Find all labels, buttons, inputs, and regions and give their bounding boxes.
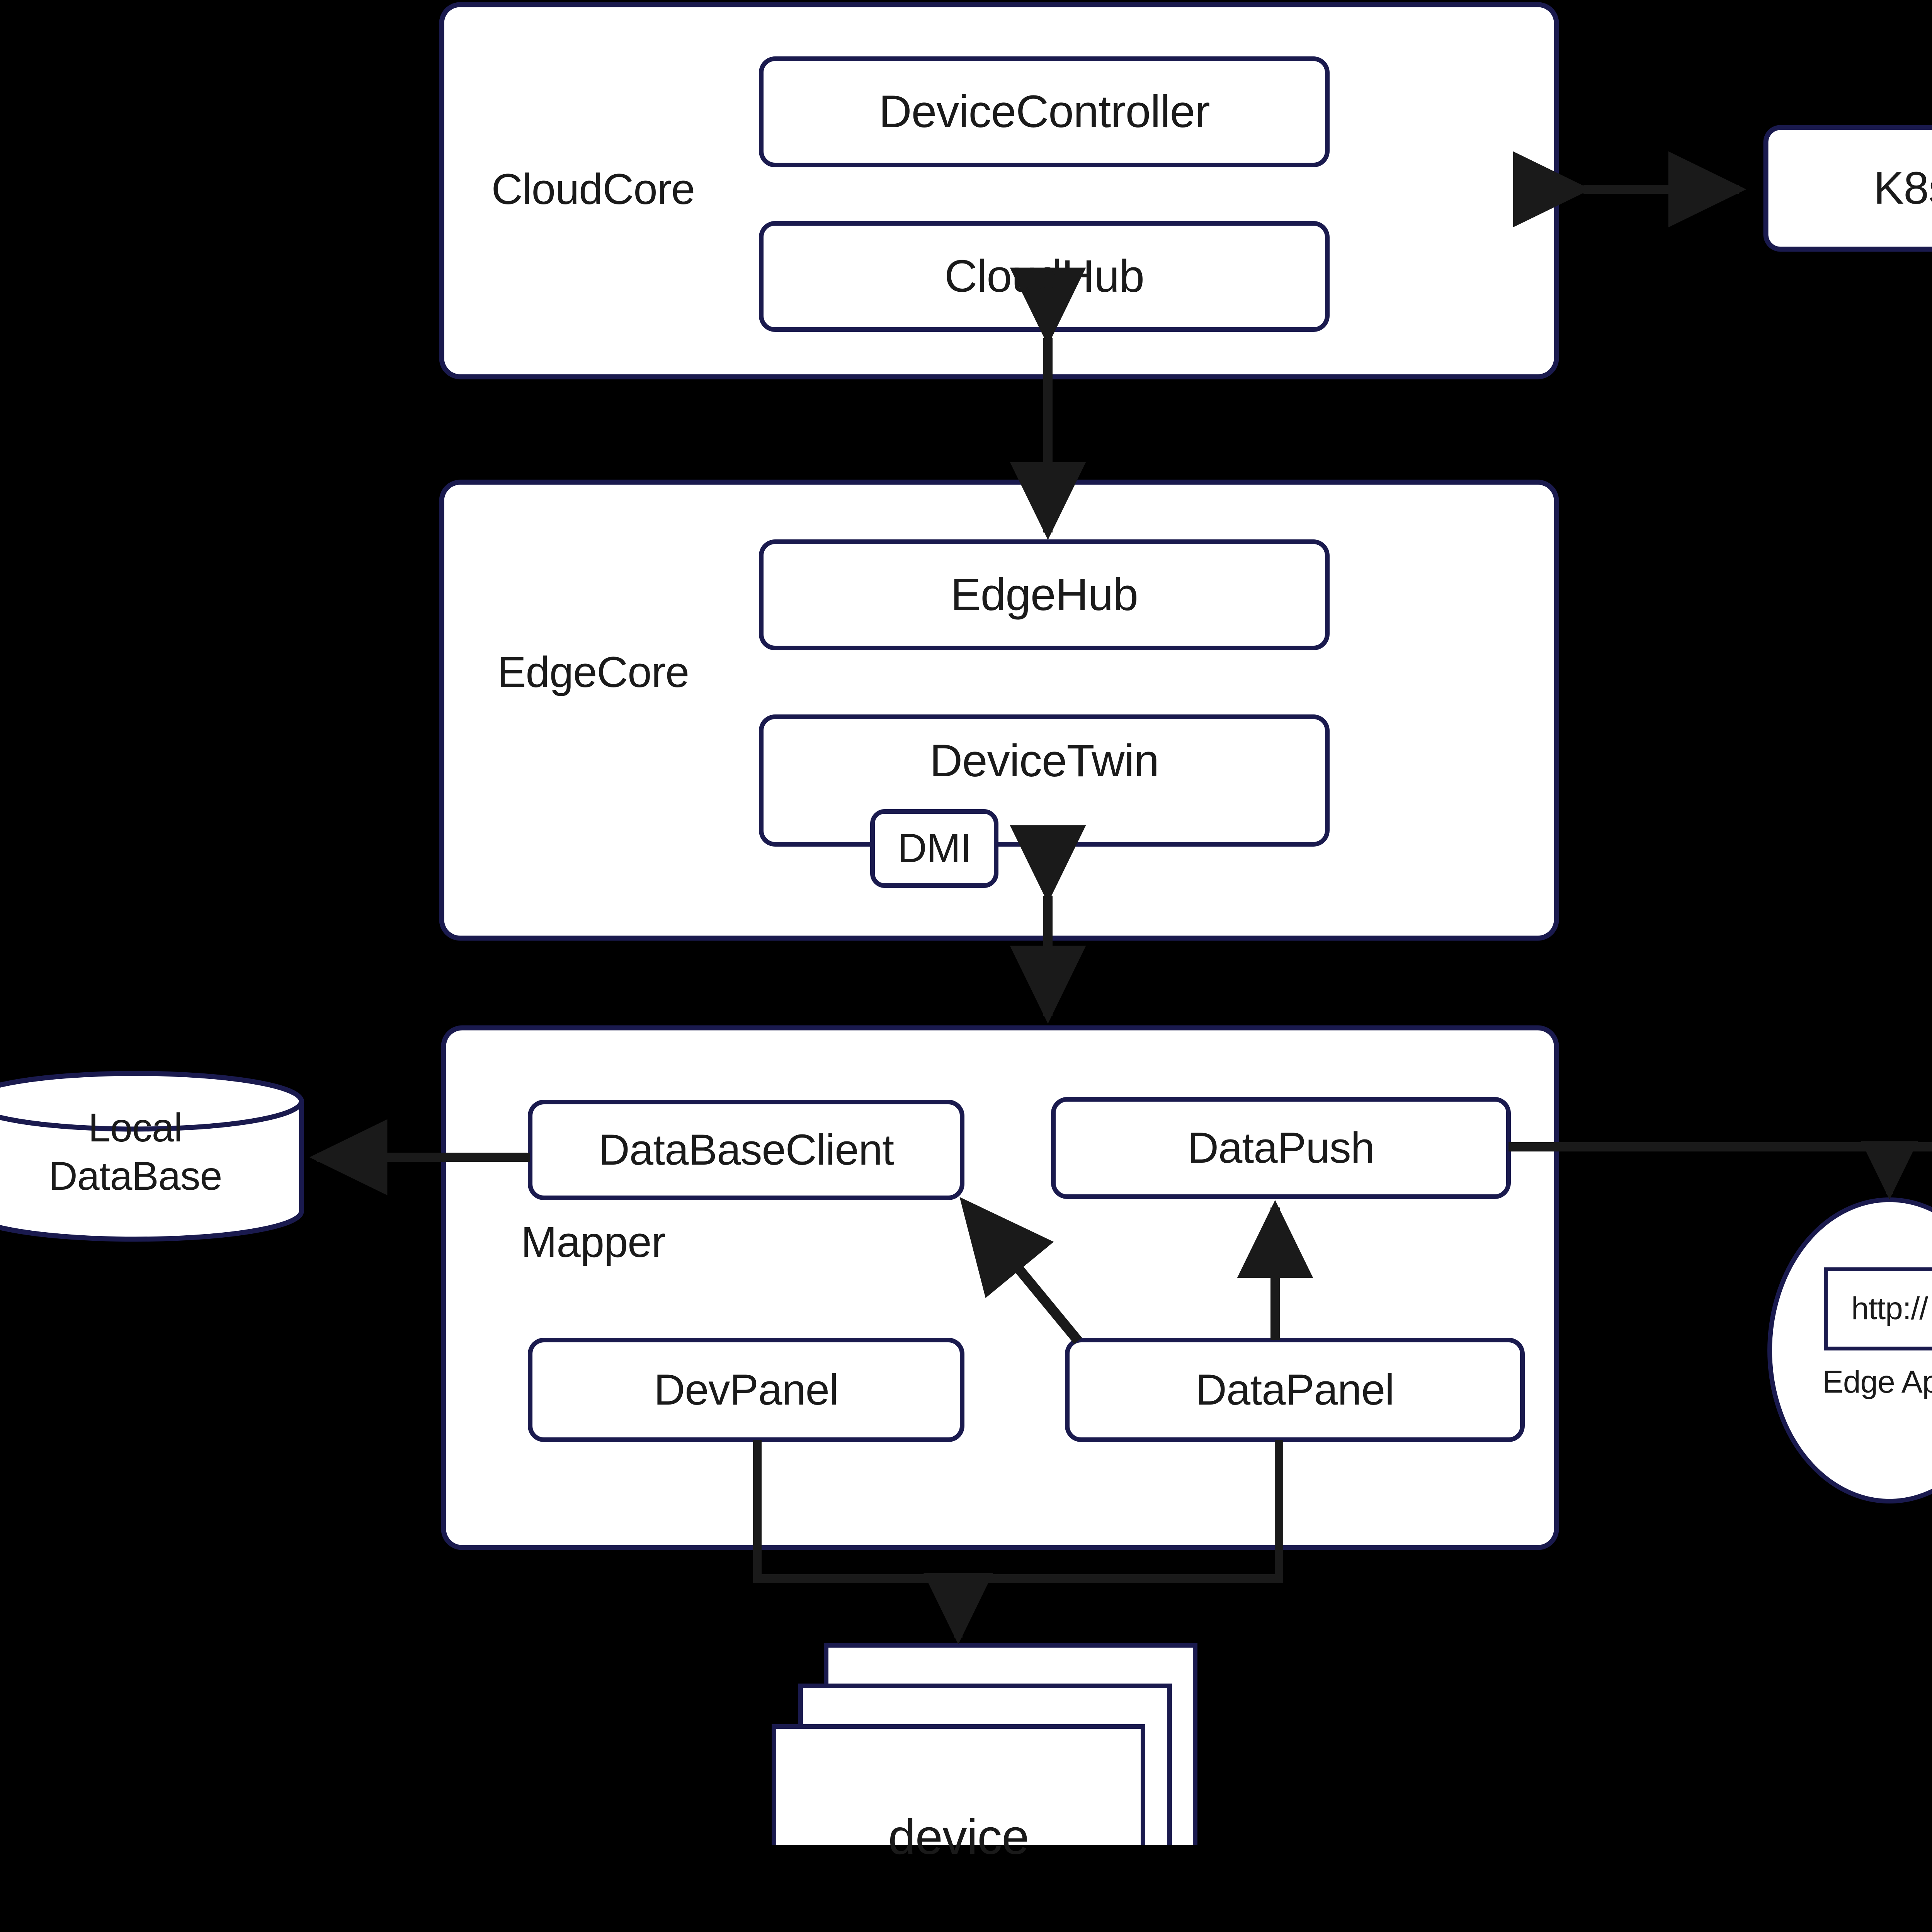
box-dev-panel xyxy=(528,1338,964,1442)
connector-datapanel-dbclient xyxy=(959,1197,1082,1344)
label-data-panel: DataPanel xyxy=(1195,1366,1395,1414)
label-k8s-api-server: K8s API-Server xyxy=(1873,162,1932,214)
connector-datapanel-device xyxy=(958,1440,1283,1583)
box-device-controller xyxy=(759,56,1330,167)
label-device-controller: DeviceController xyxy=(879,86,1210,137)
connector-devpanel-device xyxy=(753,1440,958,1583)
label-database-client: DataBaseClient xyxy=(598,1126,894,1174)
box-data-panel xyxy=(1065,1338,1525,1442)
diagram-vector-layer xyxy=(0,2,1932,1845)
panel-label-mapper: Mapper xyxy=(521,1218,666,1267)
label-devicetwin: DeviceTwin xyxy=(929,735,1159,787)
node-edge-app-http xyxy=(1767,1197,1932,1503)
panel-label-edgecore: EdgeCore xyxy=(497,648,689,697)
label-device: device xyxy=(888,1810,1029,1865)
node-local-database xyxy=(0,1071,304,1242)
box-database-client xyxy=(528,1100,964,1200)
label-cloudhub: CloudHub xyxy=(944,250,1145,302)
box-dmi xyxy=(870,809,998,888)
label-edgehub: EdgeHub xyxy=(950,569,1138,620)
label-edge-app-http-protocol: http:// xyxy=(1851,1291,1928,1327)
panel-label-cloudcore: CloudCore xyxy=(491,165,695,214)
diagram-canvas: CloudCore DeviceController CloudHub Edge… xyxy=(0,2,1932,1863)
label-dev-panel: DevPanel xyxy=(654,1366,839,1414)
node-device-stack xyxy=(772,1643,1197,1845)
label-data-push: DataPush xyxy=(1187,1124,1375,1172)
label-local-database-line2: DataBase xyxy=(48,1154,223,1199)
label-local-database-line1: Local xyxy=(88,1105,183,1151)
box-k8s-api-server xyxy=(1763,125,1932,252)
label-edge-app-http: Edge App xyxy=(1822,1364,1932,1400)
label-dmi: DMI xyxy=(897,825,971,871)
box-edgehub xyxy=(759,539,1330,650)
